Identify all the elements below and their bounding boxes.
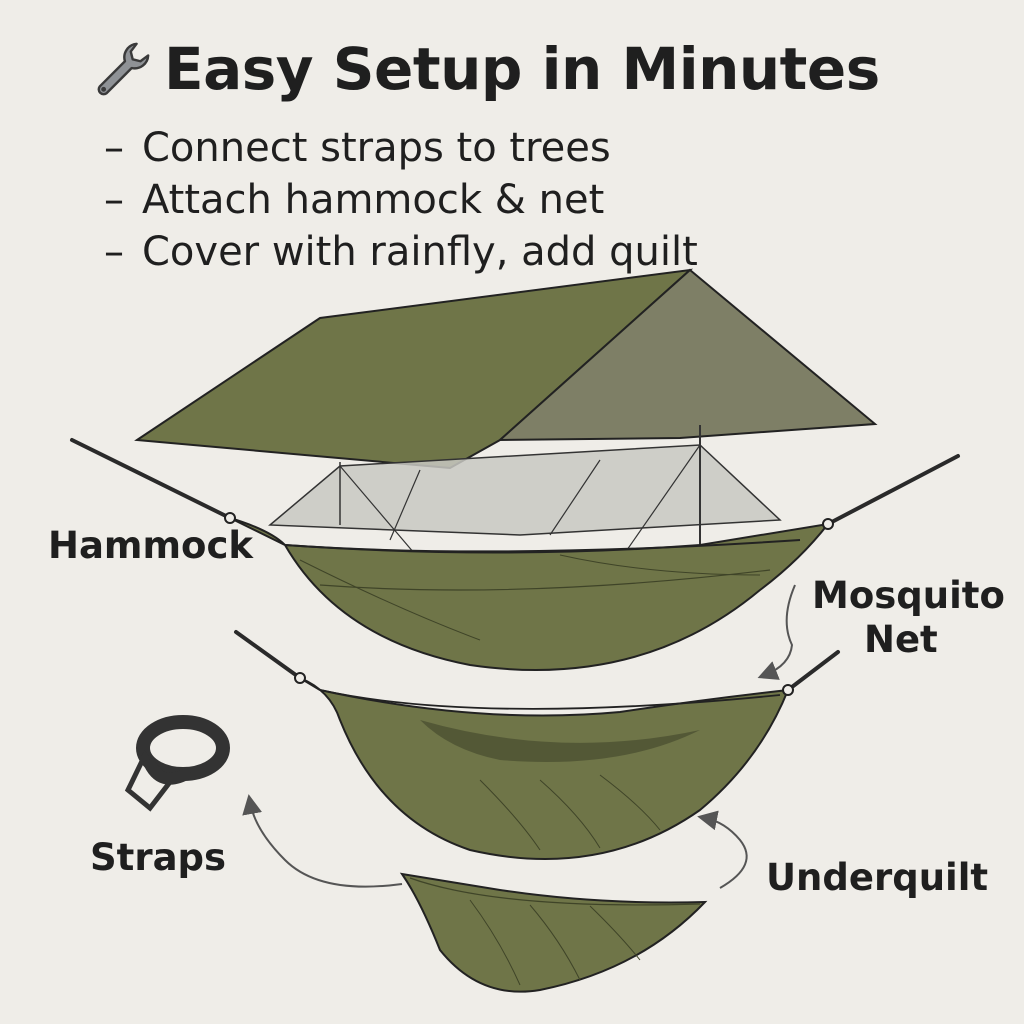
setup-steps: – Connect straps to trees – Attach hammo… (104, 122, 698, 278)
label-mosquito-net-line2: Net (864, 618, 938, 661)
underquilt (399, 872, 708, 993)
step-text: Connect straps to trees (142, 125, 611, 171)
label-mosquito-net-line1: Mosquito (812, 574, 1005, 617)
suspension-lines (70, 438, 960, 692)
strap-coil-icon (124, 715, 230, 812)
step-text: Cover with rainfly, add quilt (142, 229, 698, 275)
step-dash: – (104, 125, 124, 171)
list-item: – Connect straps to trees (104, 122, 698, 174)
list-item: – Attach hammock & net (104, 174, 698, 226)
label-hammock: Hammock (48, 524, 253, 567)
mosquito-net (268, 425, 782, 561)
label-underquilt: Underquilt (766, 856, 989, 899)
hammock-upper (224, 512, 834, 671)
step-dash: – (104, 229, 124, 275)
callout-arrows (242, 584, 796, 889)
list-item: – Cover with rainfly, add quilt (104, 226, 698, 278)
step-dash: – (104, 177, 124, 223)
rainfly (134, 268, 878, 470)
page-title: Easy Setup in Minutes (164, 35, 880, 103)
hammock-lower (294, 672, 794, 860)
wrench-icon (97, 42, 150, 96)
label-straps: Straps (90, 836, 227, 879)
header: Easy Setup in Minutes (92, 36, 880, 102)
step-text: Attach hammock & net (142, 177, 605, 223)
